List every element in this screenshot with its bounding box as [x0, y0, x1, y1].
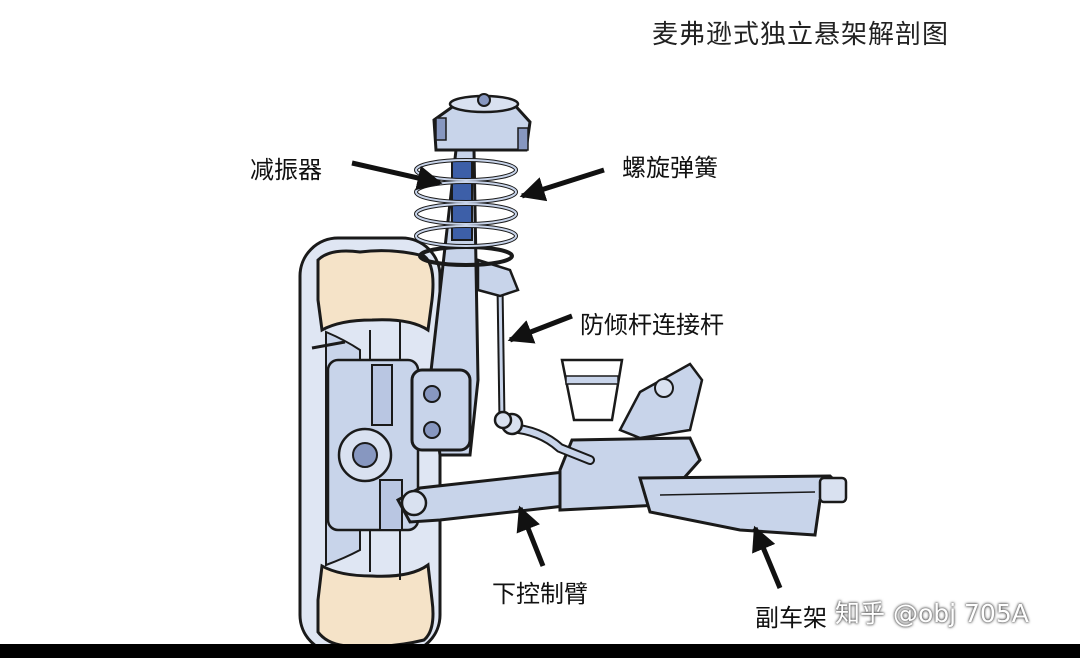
arrow-link	[507, 313, 573, 344]
label-coil-spring: 螺旋弹簧	[622, 154, 718, 182]
engine-mount-bracket	[560, 358, 704, 440]
label-stabilizer-link: 防倾杆连接杆	[580, 311, 724, 339]
callout-arrows	[351, 160, 783, 589]
coil-spring-fill	[415, 159, 517, 247]
wheel-hub-knuckle	[311, 340, 420, 532]
arrow-spring	[519, 167, 605, 202]
source-watermark: 知乎 @obj 705A	[835, 599, 1029, 628]
diagram-title: 麦弗逊式独立悬架解剖图	[652, 20, 950, 50]
arrow-arm	[516, 505, 546, 567]
stabilizer-link	[490, 276, 513, 430]
bottom-black-bar	[0, 644, 1080, 658]
label-subframe: 副车架	[755, 604, 827, 632]
label-shock-absorber: 减振器	[250, 156, 322, 184]
label-lower-control-arm: 下控制臂	[492, 580, 588, 608]
arrow-shock	[351, 160, 443, 191]
strut-top-mount	[432, 93, 532, 152]
subframe	[558, 436, 848, 537]
arrow-subframe	[752, 525, 783, 589]
